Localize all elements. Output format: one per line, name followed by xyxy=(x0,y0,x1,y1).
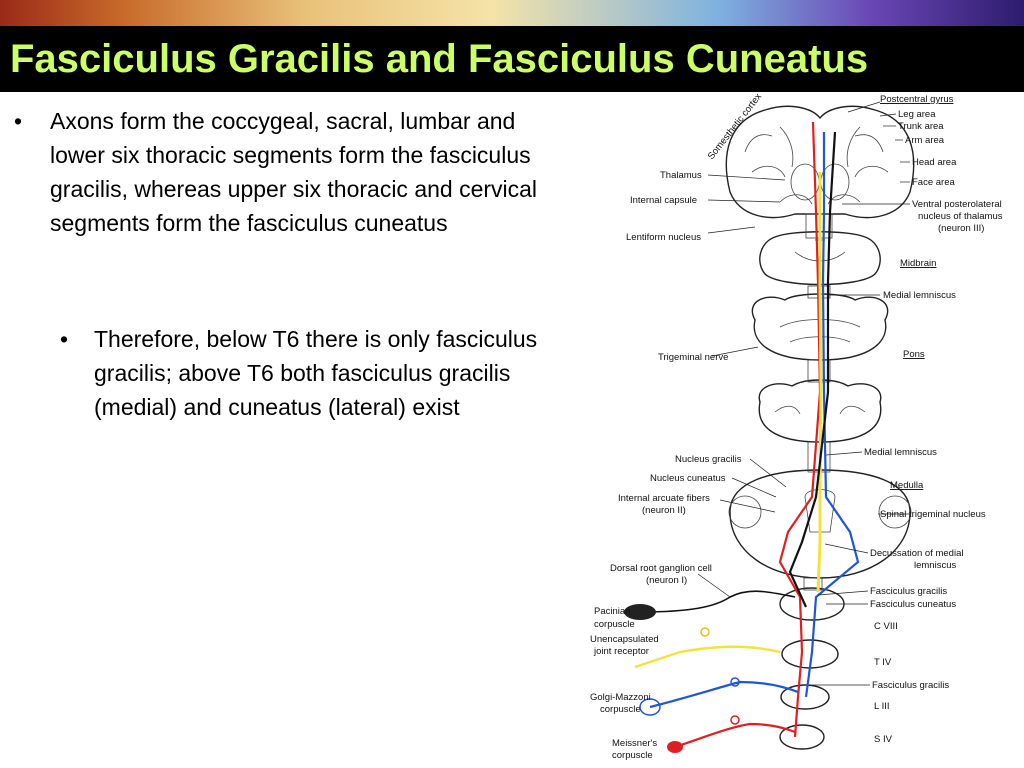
bullet-dot-icon: • xyxy=(14,108,23,134)
label-joint-receptor: joint receptor xyxy=(593,646,649,657)
label-internal-arcuate-fibers: Internal arcuate fibers xyxy=(618,493,710,504)
label-unencapsulated: Unencapsulated xyxy=(590,634,659,645)
label-medulla: Medulla xyxy=(890,480,924,491)
label-head-area: Head area xyxy=(912,157,957,168)
label-postcentral-gyrus: Postcentral gyrus xyxy=(880,94,954,105)
label-fasciculus-cuneatus: Fasciculus cuneatus xyxy=(870,599,956,610)
label-dorsal-root-neuron: (neuron I) xyxy=(646,575,687,586)
bullet-text-1: Axons form the coccygeal, sacral, lumbar… xyxy=(50,108,538,236)
label-internal-arcuate-neuron: (neuron II) xyxy=(642,505,686,516)
title-bar: Fasciculus Gracilis and Fasciculus Cunea… xyxy=(0,26,1024,92)
label-fasciculus-gracilis-lower: Fasciculus gracilis xyxy=(872,680,949,691)
bullet-item-1: • Axons form the coccygeal, sacral, lumb… xyxy=(14,104,554,240)
label-pacinian: Pacinian xyxy=(594,606,630,617)
label-internal-capsule: Internal capsule xyxy=(630,195,697,206)
label-t4: T IV xyxy=(874,657,892,668)
label-meissner-corpuscle: corpuscle xyxy=(612,750,653,761)
label-fasciculus-gracilis-upper: Fasciculus gracilis xyxy=(870,586,947,597)
top-decorative-stripe xyxy=(0,0,1024,26)
label-vpl: Ventral posterolateral xyxy=(912,199,1002,210)
label-nucleus-gracilis: Nucleus gracilis xyxy=(675,454,742,465)
label-somesthetic-cortex: Somesthetic cortex xyxy=(706,92,765,162)
dorsal-column-pathway-diagram: Somesthetic cortex Thalamus Internal cap… xyxy=(590,92,1003,761)
label-vpl-nucleus: nucleus of thalamus xyxy=(918,211,1003,222)
label-golgi-mazzoni: Golgi-Mazzoni xyxy=(590,692,651,703)
label-face-area: Face area xyxy=(912,177,955,188)
label-s4: S IV xyxy=(874,734,893,745)
label-meissner: Meissner's xyxy=(612,738,657,749)
bullet-text-2: Therefore, below T6 there is only fascic… xyxy=(94,326,538,420)
label-decussation: Decussation of medial xyxy=(870,548,963,559)
lower-medulla-section xyxy=(728,469,912,579)
label-vpl-neuron: (neuron III) xyxy=(938,223,984,234)
label-spinal-trigeminal-nucleus: Spinal trigeminal nucleus xyxy=(880,509,986,520)
pathway-lines xyxy=(624,121,860,753)
spinal-cord-segments xyxy=(779,587,845,750)
slide-title: Fasciculus Gracilis and Fasciculus Cunea… xyxy=(10,37,869,81)
label-midbrain: Midbrain xyxy=(900,258,936,269)
label-thalamus: Thalamus xyxy=(660,170,702,181)
label-l3: L III xyxy=(874,701,890,712)
label-pons: Pons xyxy=(903,349,925,360)
label-dorsal-root-ganglion: Dorsal root ganglion cell xyxy=(610,563,712,574)
upper-medulla-section xyxy=(758,379,882,443)
label-pacinian-corpuscle: corpuscle xyxy=(594,619,635,630)
label-leg-area: Leg area xyxy=(898,109,936,120)
sub-bullet-dot-icon: • xyxy=(60,326,69,352)
label-trunk-area: Trunk area xyxy=(898,121,944,132)
label-arm-area: Arm area xyxy=(905,135,945,146)
label-medial-lemniscus-upper: Medial lemniscus xyxy=(883,290,956,301)
left-leader-lines xyxy=(697,174,787,598)
label-decussation-lemniscus: lemniscus xyxy=(914,560,956,571)
bullet-item-2: • Therefore, below T6 there is only fasc… xyxy=(60,322,540,424)
label-medial-lemniscus-lower: Medial lemniscus xyxy=(864,447,937,458)
label-golgi-corpuscle: corpuscle xyxy=(600,704,641,715)
label-trigeminal-nerve: Trigeminal nerve xyxy=(658,352,728,363)
label-nucleus-cuneatus: Nucleus cuneatus xyxy=(650,473,726,484)
right-leader-lines xyxy=(810,101,910,686)
label-c8: C VIII xyxy=(874,621,898,632)
label-lentiform-nucleus: Lentiform nucleus xyxy=(626,232,701,243)
